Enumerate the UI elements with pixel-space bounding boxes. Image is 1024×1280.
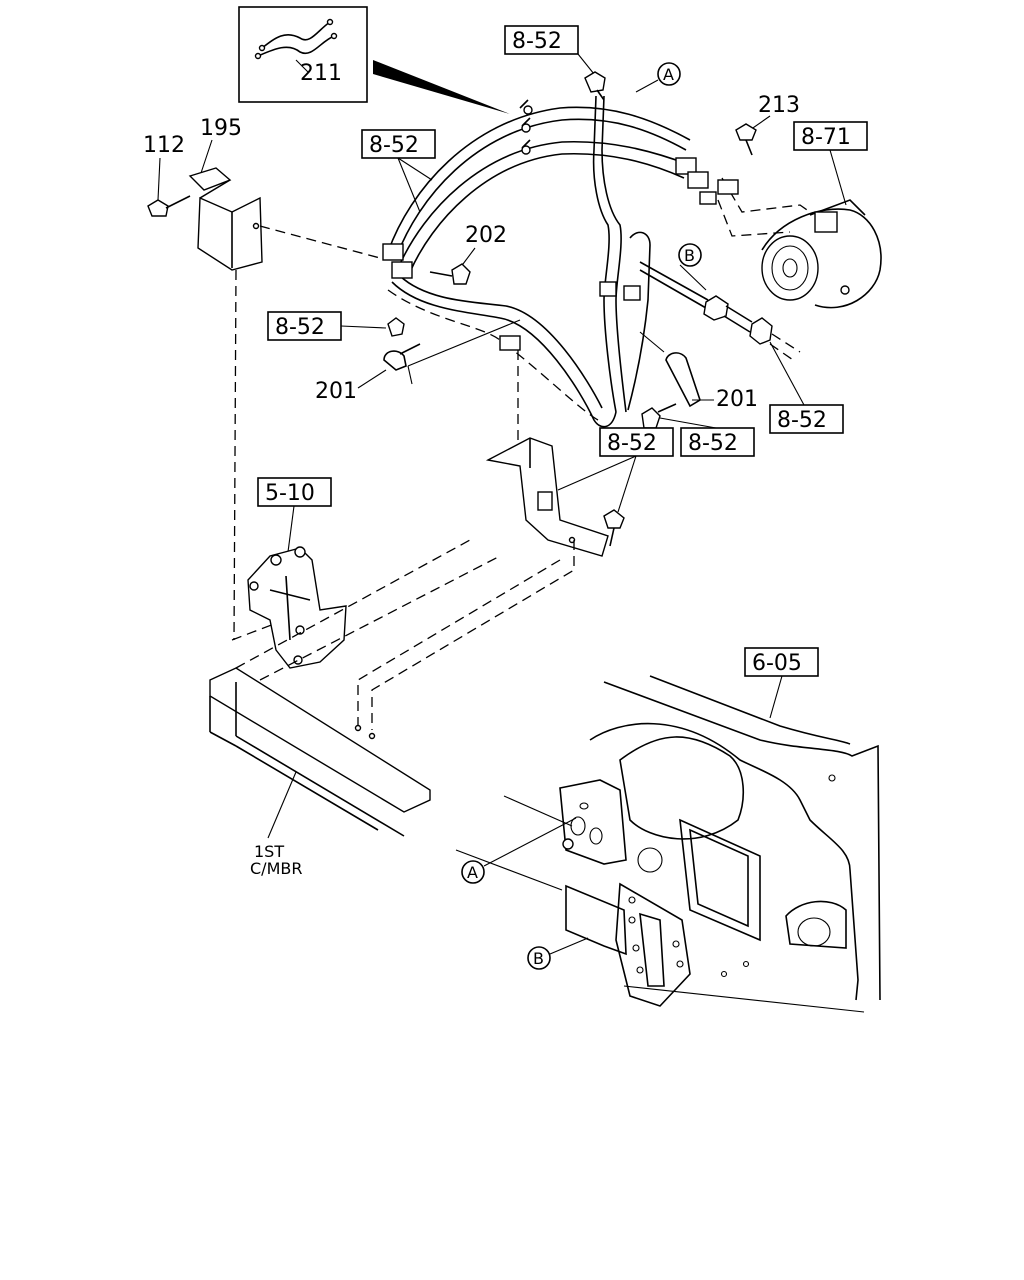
circle-b-top-label: B [684, 246, 695, 265]
callout-8-52-right-label: 8-52 [777, 408, 827, 433]
part-213: 213 [735, 93, 800, 156]
crossmember-label-line2: C/MBR [250, 859, 302, 878]
circle-b-bottom-label: B [533, 949, 544, 968]
callout-8-52-hoses: 8-52 [361, 129, 436, 213]
callout-8-52-bracket-a: 8-52 [557, 427, 674, 513]
part-201-left: 201 [315, 319, 521, 404]
callout-5-10-label: 5-10 [265, 481, 315, 506]
callout-8-52-top-label: 8-52 [512, 29, 562, 54]
circle-a-bottom: A [461, 817, 577, 884]
part-213-label: 213 [758, 93, 800, 118]
bolt-top [584, 71, 606, 101]
part-202: 202 [429, 223, 507, 285]
circle-a-top: A [635, 62, 681, 93]
circle-b-top: B [678, 243, 702, 267]
callout-8-71: 8-71 [793, 121, 868, 206]
part-202-label: 202 [465, 223, 507, 248]
part-112-label: 112 [143, 133, 185, 158]
callout-8-52-right: 8-52 [769, 341, 844, 434]
part-201-right: 201 [639, 331, 758, 429]
part-201-left-label: 201 [315, 379, 357, 404]
inset-part-number: 211 [300, 61, 342, 86]
inset-clip-box: 211 [238, 6, 368, 103]
crossmember-label-line1: 1ST [254, 842, 284, 861]
callout-8-71-label: 8-71 [801, 125, 851, 150]
circle-a-top-label: A [663, 65, 674, 84]
callout-6-05-label: 6-05 [752, 651, 802, 676]
callout-8-52-bracket-b-label: 8-52 [688, 431, 738, 456]
callout-8-52-nut-label: 8-52 [275, 315, 325, 340]
callout-5-10: 5-10 [257, 477, 332, 553]
circle-a-bottom-label: A [467, 863, 478, 882]
callout-8-52-hoses-label: 8-52 [369, 133, 419, 158]
callout-8-52-nut: 8-52 [267, 311, 405, 341]
inset-pointer-arrow [373, 60, 510, 114]
callout-8-52-top: 8-52 [504, 25, 595, 75]
part-112: 112 [143, 133, 191, 217]
circle-b-bottom: B [527, 937, 589, 970]
cab-panel [455, 675, 881, 1013]
callout-6-05: 6-05 [744, 647, 819, 719]
engine-mount [231, 546, 347, 669]
part-195-bracket: 195 [188, 116, 381, 641]
part-201-right-label: 201 [716, 387, 758, 412]
callout-8-52-bracket-a-label: 8-52 [607, 431, 657, 456]
callout-8-52-bracket-b: 8-52 [659, 417, 755, 457]
hose-mount-bracket [357, 350, 625, 730]
hose-to-b [639, 261, 801, 363]
hose-assembly [382, 95, 709, 428]
compressor [699, 177, 882, 309]
part-195-label: 195 [200, 116, 242, 141]
crossmember: 1ST C/MBR [209, 539, 501, 878]
